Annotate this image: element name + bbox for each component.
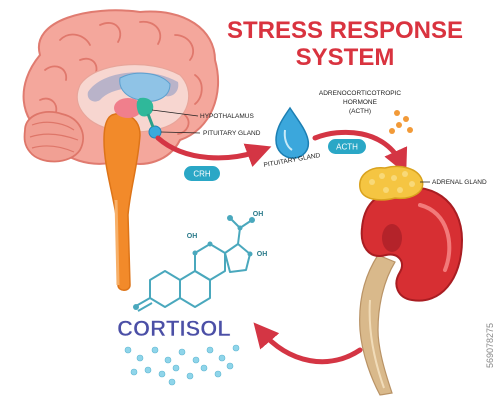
cortisol-particles <box>124 344 240 386</box>
acth-hormone-particles <box>389 110 413 134</box>
adrenal-gland <box>359 165 424 201</box>
hypothalamus-region <box>136 97 154 117</box>
label-acth-line3: (ACTH) <box>349 108 371 115</box>
acth-label: ACTH <box>336 143 358 152</box>
atom-oh-right: OH <box>257 251 268 258</box>
acth-badge: ACTH <box>328 139 366 154</box>
label-hypothalamus: HYPOTHALAMUS <box>200 113 254 120</box>
label-acth-line1: ADRENOCORTICOTROPIC <box>319 90 402 97</box>
arrow-adrenal-to-cortisol <box>253 322 363 365</box>
brain-illustration <box>22 9 220 291</box>
arrow-pituitary-to-adrenal <box>312 129 408 175</box>
molecule-atoms <box>133 215 255 310</box>
arrow-brain-to-pituitary <box>155 135 272 167</box>
cortisol-title: CORTISOL <box>117 316 231 341</box>
pituitary-gland-drop <box>275 106 310 159</box>
title-line-2: SYSTEM <box>296 44 395 71</box>
label-pituitary-gland: PITUITARY GLAND <box>203 130 261 137</box>
stock-id: 569078275 <box>485 323 495 368</box>
label-adrenal-gland: ADRENAL GLAND <box>432 179 487 186</box>
crh-badge: CRH <box>184 166 220 181</box>
atom-oh-top: OH <box>253 211 264 218</box>
label-acth-line2: HORMONE <box>343 99 378 106</box>
title-line-1: STRESS RESPONSE <box>227 17 463 44</box>
atom-oh-left: OH <box>187 233 198 240</box>
cortisol-molecule <box>135 217 253 312</box>
crh-label: CRH <box>193 170 211 179</box>
kidney-illustration <box>359 186 464 396</box>
